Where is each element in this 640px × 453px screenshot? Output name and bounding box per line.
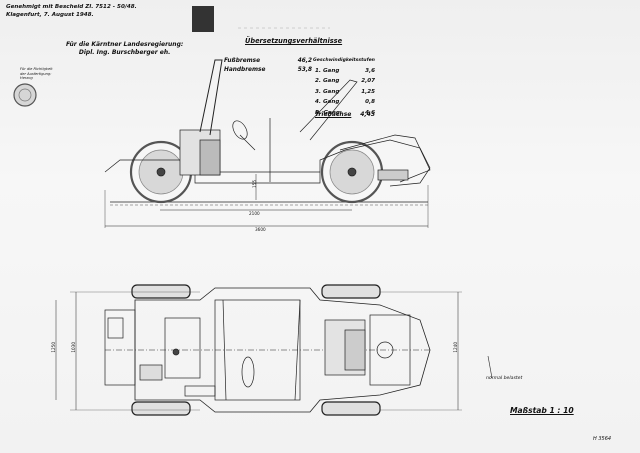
approval-note: Genehmigt mit Bescheid Zl. 7512 - 50/48.… (6, 3, 137, 19)
round-stamp-icon (13, 83, 37, 107)
gear-header: Geschwindigkeitsstufen (313, 58, 375, 63)
gear-label: 4. Gang (315, 99, 340, 106)
top-view (55, 284, 462, 416)
handbremse-value: 53,8 (297, 67, 312, 73)
triebachse-label: Triebachse (315, 111, 352, 118)
government-signature: Für die Kärntner Landesregierung: Dipl. … (66, 41, 183, 57)
gear-row: 1. Gang 3,6 (315, 66, 375, 76)
stamp-line1: Für die Richtigkeit (20, 67, 53, 71)
stamp-note: Für die Richtigkeit der Ausfertigung: He… (20, 67, 53, 81)
ratio-table-title: Übersetzungsverhältnisse (245, 37, 343, 45)
gear-row: R. Gang 4,6 (315, 108, 375, 118)
legend-note: normal belastet (486, 376, 523, 381)
brake-ratios: Fußbremse 46,2 Handbremse 53,8 (224, 57, 312, 75)
triebachse-row: Triebachse 4,43 (315, 111, 375, 118)
gear-row: 4. Gang 0,8 (315, 97, 375, 107)
handbremse-row: Handbremse 53,8 (224, 66, 312, 75)
gear-label: 3. Gang (315, 88, 340, 95)
gear-value: 1,25 (361, 88, 375, 95)
stamp-signature: Herzog (20, 76, 33, 81)
handbremse-label: Handbremse (224, 67, 266, 73)
top-stamp-patch (192, 6, 214, 32)
gear-label: R. Gang (315, 109, 340, 116)
gear-value: 2,07 (361, 78, 375, 85)
scale-label: Maßstab 1 : 10 (510, 406, 574, 415)
gear-label: 2. Gang (315, 78, 340, 85)
document-number: H 3564 (593, 436, 612, 442)
gear-row: 3. Gang 1,25 (315, 87, 375, 97)
gear-value: 0,8 (365, 99, 375, 106)
fussbremse-row: Fußbremse 46,2 (224, 57, 312, 66)
width-right-dim: 1240 (453, 342, 458, 353)
gear-row: 2. Gang 2,07 (315, 76, 375, 86)
triebachse-value: 4,43 (360, 111, 375, 118)
fussbremse-value: 46,2 (297, 58, 312, 64)
government-line1: Für die Kärntner Landesregierung: (66, 41, 184, 48)
gear-value: 3,6 (365, 68, 375, 74)
government-line2: Dipl. Ing. Burschberger eh. (78, 49, 171, 56)
clearance-dim: 155 (252, 180, 257, 188)
track-outer-dim: 1250 (51, 342, 56, 353)
wheelbase-dim: 2100 (249, 211, 260, 216)
approval-line2: Klagenfurt, 7. August 1948. (6, 12, 94, 18)
stamp-line2: der Ausfertigung: (20, 71, 52, 76)
gear-list: 1. Gang 3,6 2. Gang 2,07 3. Gang 1,25 4.… (315, 66, 375, 118)
overall-length-dim: 3600 (255, 227, 266, 232)
side-view (104, 59, 431, 228)
gear-label: 1. Gang (315, 68, 340, 74)
gear-value: 4,6 (365, 109, 375, 116)
track-inner-dim: 1030 (71, 342, 76, 353)
approval-line1: Genehmigt mit Bescheid Zl. 7512 - 50/48. (6, 4, 137, 10)
fussbremse-label: Fußbremse (224, 58, 261, 64)
